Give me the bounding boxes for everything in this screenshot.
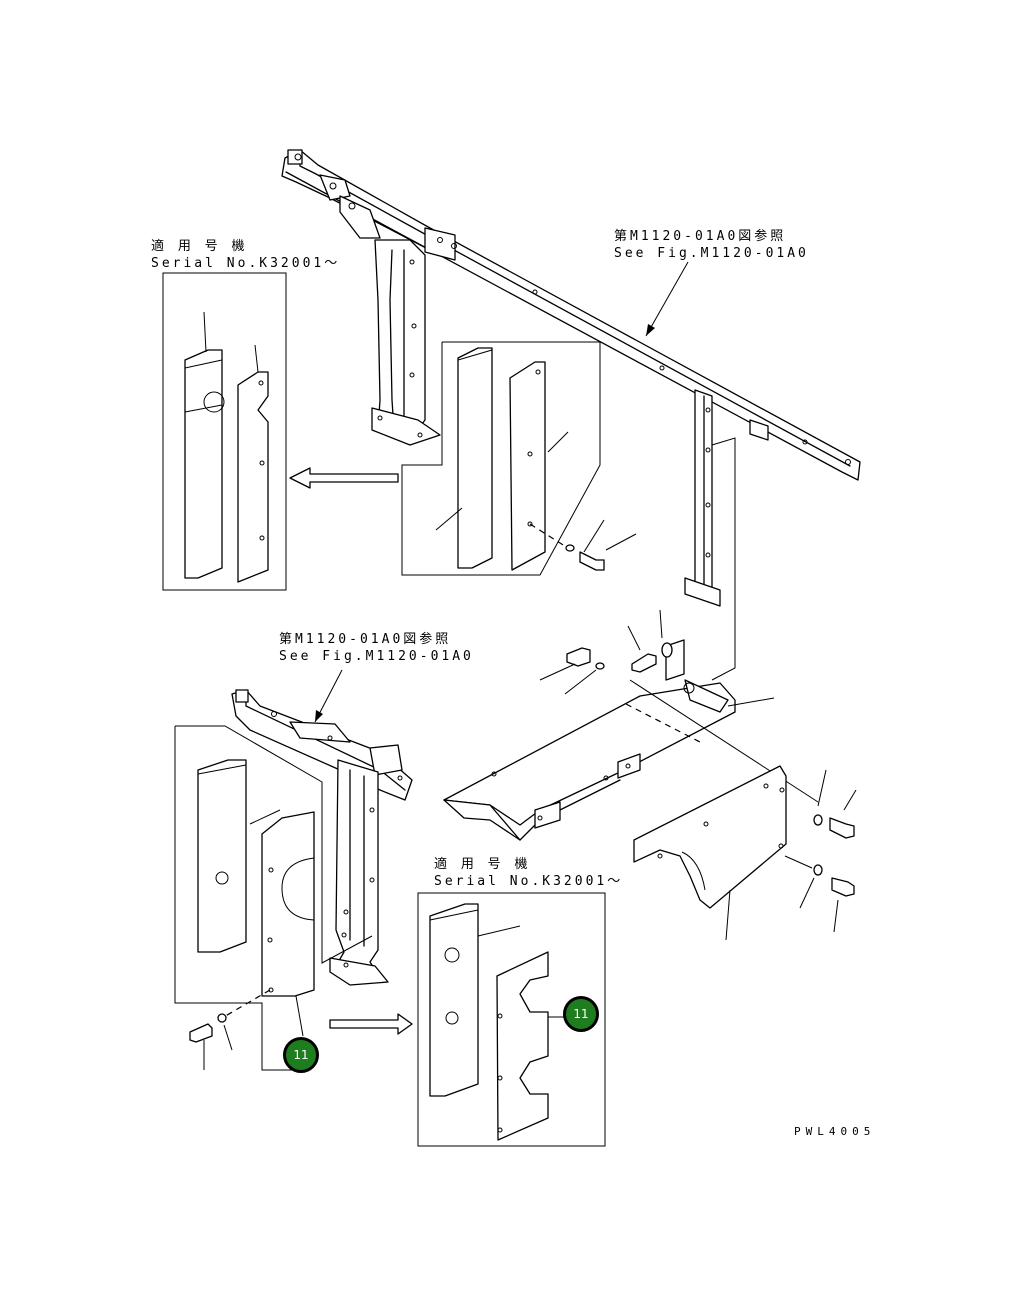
upper-inset-arrow <box>289 467 399 489</box>
upper-right-post <box>684 389 736 681</box>
right-bracket-assembly <box>443 609 819 841</box>
upper-left-inset <box>162 272 287 591</box>
top-reference-leader <box>645 261 689 337</box>
upper-serial-en: Serial No.K32001～ <box>151 256 341 271</box>
middle-reference-leader <box>314 669 343 723</box>
figure-code: PWL4005 <box>794 1125 876 1138</box>
upper-left-post <box>371 239 441 446</box>
part-callout-lower-left[interactable]: 11 <box>283 1037 319 1073</box>
lower-inset-arrow <box>329 1013 413 1035</box>
lower-left-inset <box>174 725 373 1071</box>
right-cover-plate <box>633 765 857 941</box>
middle-reference-en: See Fig.M1120-01A0 <box>279 649 474 664</box>
lower-serial-jp: 適 用 号 機 <box>434 857 531 872</box>
part-callout-lower-right[interactable]: 11 <box>563 996 599 1032</box>
lower-right-inset <box>417 892 606 1147</box>
lower-serial-en: Serial No.K32001～ <box>434 874 624 889</box>
upper-center-inset <box>401 341 637 576</box>
top-reference-en: See Fig.M1120-01A0 <box>614 246 809 261</box>
upper-frame-rail <box>281 149 861 481</box>
top-reference-jp: 第M1120-01A0図参照 <box>614 229 787 244</box>
middle-reference-jp: 第M1120-01A0図参照 <box>279 632 452 647</box>
upper-serial-jp: 適 用 号 機 <box>151 239 248 254</box>
lower-left-frame <box>231 689 413 986</box>
